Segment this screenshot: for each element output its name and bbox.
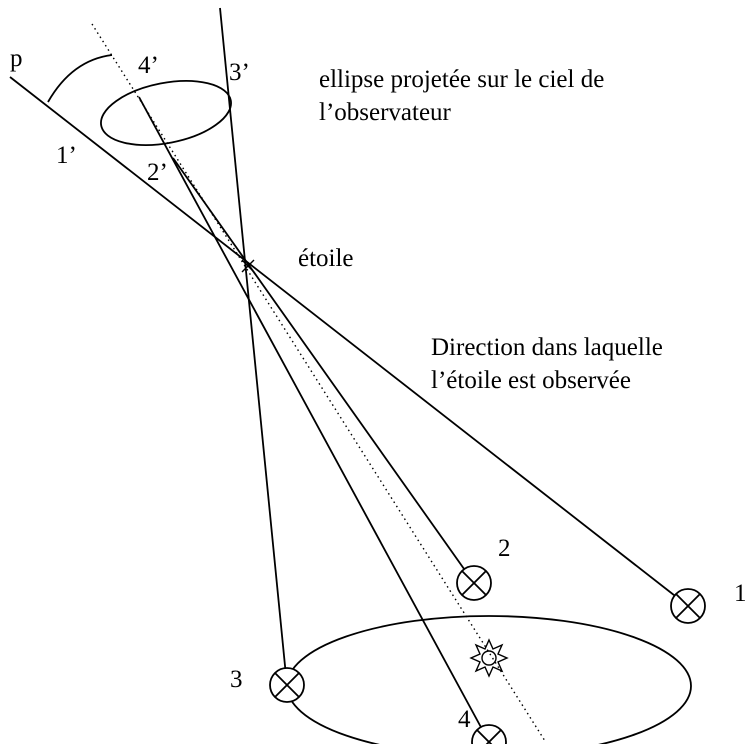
- sightline-position-1: [9, 76, 689, 607]
- sun-icon: [469, 638, 509, 678]
- direction-caption-line-2: l’étoile est observée: [431, 367, 631, 394]
- projected-sky-ellipse: [100, 80, 232, 146]
- direction-caption-line-1: Direction dans laquelle: [431, 334, 663, 361]
- label-1: 1: [734, 580, 747, 607]
- earth-position-4-marker: [471, 724, 507, 744]
- ellipse-caption-line-1: ellipse projetée sur le ciel de: [319, 66, 604, 93]
- label-2: 2: [498, 535, 511, 562]
- sun-star-dotted-line: [91, 23, 546, 742]
- star-marker: [241, 259, 255, 273]
- label-4: 4: [458, 706, 471, 733]
- sightline-position-3: [219, 7, 288, 687]
- ellipse-caption-line-2: l’observateur: [319, 99, 452, 126]
- earth-position-3-marker: [269, 667, 305, 703]
- sightline-position-2: [172, 157, 475, 584]
- label-1-prime: 1’: [56, 142, 77, 169]
- earth-position-2-marker: [456, 565, 492, 601]
- label-3: 3: [230, 666, 243, 693]
- star-label: étoile: [298, 245, 354, 272]
- label-p: p: [10, 45, 23, 72]
- label-3-prime: 3’: [229, 59, 250, 86]
- label-2-prime: 2’: [147, 159, 168, 186]
- label-4-prime: 4’: [138, 52, 159, 79]
- parallax-angle-arc: [47, 54, 113, 103]
- earth-position-1-marker: [670, 588, 706, 624]
- sightline-position-4: [138, 96, 490, 743]
